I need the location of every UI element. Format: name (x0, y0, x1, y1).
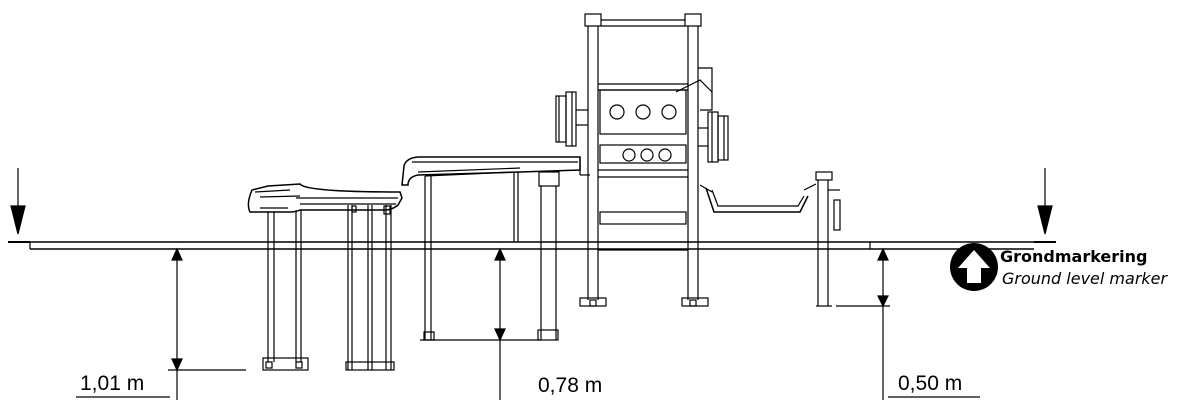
ground-marker-left (8, 168, 30, 243)
dimension-label-left: 1,01 m (80, 372, 144, 395)
ground-level-legend: Grondmarkering Ground level marker (950, 243, 1169, 291)
ground-marker-right (1034, 168, 1056, 243)
dimension-left (76, 247, 246, 400)
high-bench (401, 156, 590, 341)
right-post (815, 171, 841, 307)
trough (699, 183, 817, 213)
up-arrow-circle-icon (950, 243, 998, 291)
low-bench (247, 183, 403, 371)
legend-title: Grondmarkering (1000, 247, 1148, 266)
dimension-label-right: 0,50 m (898, 372, 962, 395)
dimension-right (836, 247, 980, 400)
dimension-label-center: 0,78 m (538, 374, 602, 397)
ground-level-line (29, 241, 1034, 250)
tower-frame (555, 13, 729, 307)
legend-subtitle: Ground level marker (1002, 269, 1169, 288)
dimension-center (440, 247, 540, 400)
